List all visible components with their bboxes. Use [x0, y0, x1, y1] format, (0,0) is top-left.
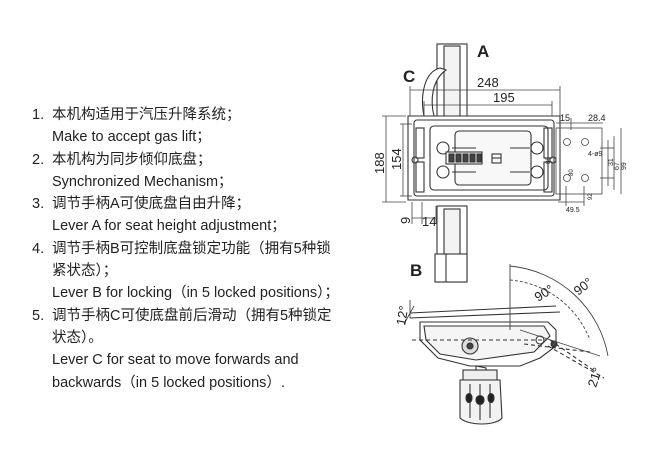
chinese-text: 调节手柄C可使底盘前后滑动（拥有5种锁定: [52, 307, 332, 324]
item-number: 1.: [32, 107, 45, 123]
label-a: A: [477, 42, 489, 61]
label-b: B: [410, 261, 422, 280]
english-text: Lever C for seat to move forwards and: [52, 352, 299, 369]
instruction-list: 1. 本机构适用于汽压升降系统； Make to accept gas lift…: [32, 104, 372, 394]
dim-188: 188: [372, 152, 387, 174]
diagram-labels: A C B: [403, 42, 489, 280]
chinese-text: 本机构为同步倾仰底盘；: [52, 151, 212, 168]
dimension-values: 248 195 188 154 9 14: [372, 75, 515, 229]
instruction-item: 1. 本机构适用于汽压升降系统； Make to accept gas lift…: [32, 104, 372, 149]
dim-248: 248: [477, 75, 499, 90]
dim-80: 80: [569, 169, 575, 176]
chinese-text: 调节手柄B可控制底盘锁定功能（拥有5种锁: [52, 240, 331, 257]
lever-b: [434, 253, 468, 283]
angle-arcs: [403, 264, 609, 357]
english-text: Lever A for seat height adjustment；: [52, 218, 286, 235]
dim-67: 67: [614, 162, 621, 170]
detail-dimension-values: 15 28.4 4-ø9 49.5 31 67 99 88 80 92: [546, 113, 628, 214]
chinese-text: 调节手柄A可使底盘自由升降；: [52, 196, 251, 213]
angle-21: 21°: [585, 366, 605, 389]
chinese-text-continued: 状态）。: [52, 329, 103, 346]
dim-88: 88: [546, 157, 552, 164]
dim-92: 92: [588, 193, 594, 200]
dim-28-4: 28.4: [588, 113, 606, 123]
instruction-item: 5. 调节手柄C可使底盘前后滑动（拥有5种锁定 状态）。 Lever C for…: [32, 305, 372, 394]
dim-99: 99: [621, 162, 628, 170]
english-text: Synchronized Mechanism；: [52, 173, 233, 190]
item-number: 3.: [32, 196, 45, 213]
dim-49-5: 49.5: [566, 207, 580, 214]
label-c: C: [403, 67, 415, 86]
angle-12: 12°: [393, 305, 411, 327]
dim-14: 14: [422, 214, 436, 229]
side-view-mechanism: [409, 305, 605, 425]
dim-31: 31: [608, 158, 615, 166]
dim-195: 195: [493, 90, 515, 105]
angle-90-inner: 90°: [532, 281, 557, 304]
instruction-item: 4. 调节手柄B可控制底盘锁定功能（拥有5种锁 紧状态）； Lever B fo…: [32, 238, 372, 305]
dim-9: 9: [398, 217, 413, 224]
dim-15: 15: [560, 113, 570, 123]
item-number: 5.: [32, 307, 45, 324]
dim-154: 154: [389, 148, 404, 170]
instruction-item: 2. 本机构为同步倾仰底盘； Synchronized Mechanism；: [32, 149, 372, 194]
english-text-continued: backwards（in 5 locked positions）.: [52, 374, 285, 391]
item-number: 2.: [32, 151, 45, 168]
chinese-text-continued: 紧状态）；: [52, 263, 118, 280]
instruction-item: 3. 调节手柄A可使底盘自由升降； Lever A for seat heigh…: [32, 193, 372, 238]
english-text: Make to accept gas lift；: [52, 129, 211, 146]
dimension-lines: [382, 86, 561, 224]
hole-pattern-detail: [555, 118, 622, 206]
item-number: 4.: [32, 240, 45, 257]
base-plate: [407, 115, 561, 201]
english-text: Lever B for locking（in 5 locked position…: [52, 285, 339, 302]
lever-c: [422, 67, 448, 117]
chinese-text: 本机构适用于汽压升降系统；: [52, 107, 241, 123]
dim-4-phi9: 4-ø9: [588, 151, 603, 158]
